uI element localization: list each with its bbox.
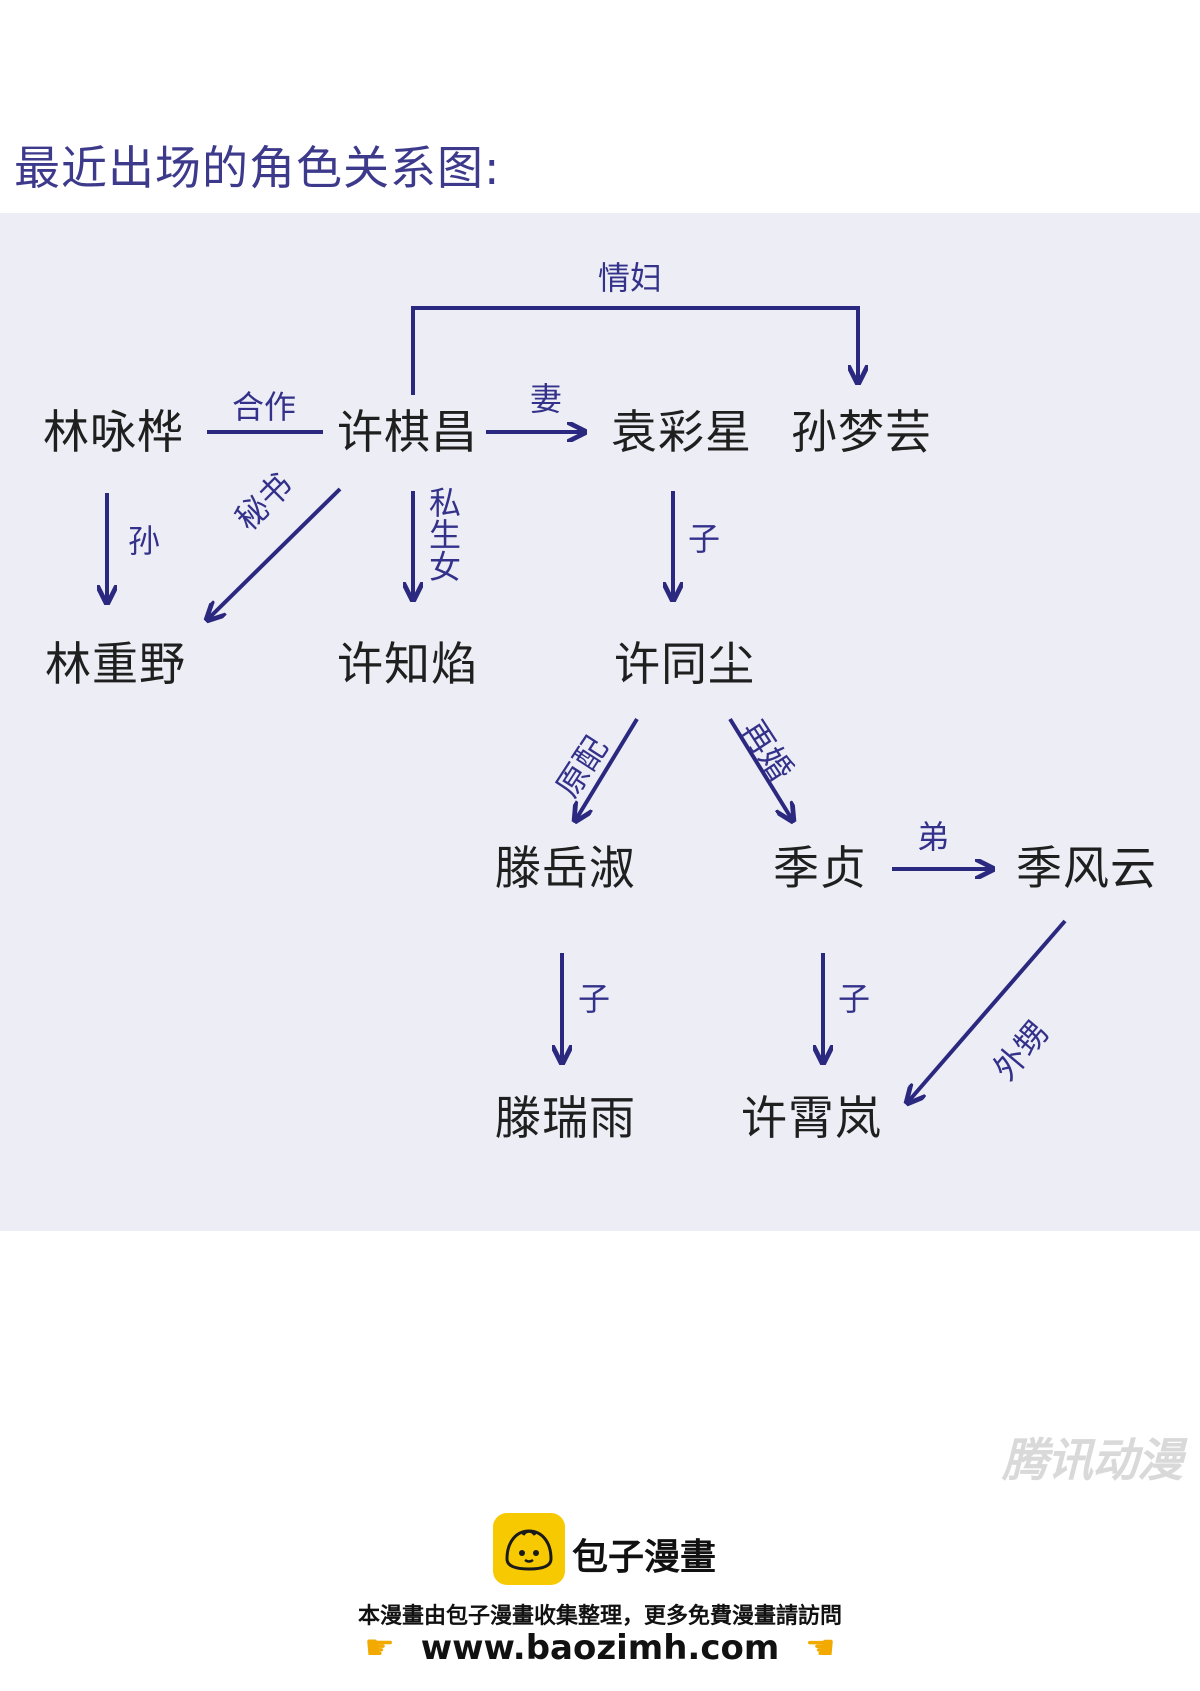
edge-mistress (411, 306, 858, 395)
pointing-hand-icon: ☚ (805, 1628, 836, 1668)
edge-secretary (207, 487, 342, 620)
node-xu-tongchen: 许同尘 (614, 637, 755, 691)
node-ji-fengyun: 季风云 (1016, 841, 1157, 895)
relationship-diagram: 林咏桦 许棋昌 袁彩星 孙梦芸 林重野 许知焰 许同尘 滕岳淑 季贞 季风云 滕… (0, 213, 1200, 1231)
label-son-2: 子 (578, 980, 611, 1018)
footer-note: 本漫畫由包子漫畫收集整理，更多免費漫畫請訪問 (357, 1604, 842, 1629)
label-son-1: 子 (688, 520, 721, 558)
page-title: 最近出场的角色关系图: (14, 141, 501, 195)
node-teng-yueshu: 滕岳淑 (495, 841, 636, 895)
diagram-edges (0, 306, 1067, 1231)
watermark: 腾讯动漫 (1002, 1433, 1183, 1487)
node-yuan-caixing: 袁彩星 (611, 405, 752, 459)
label-cooperation: 合作 (232, 388, 297, 426)
node-ji-zhen: 季贞 (773, 841, 867, 895)
edge-first-wife (575, 717, 639, 821)
label-illegitimate-daughter: 私生女 (428, 484, 461, 586)
node-xu-zhiyan: 许知焰 (337, 637, 478, 691)
node-lin-yonghua: 林咏桦 (43, 405, 184, 459)
footer-url-link[interactable]: www.baozimh.com (420, 1628, 780, 1668)
node-xu-xiaolan: 许霄岚 (741, 1091, 882, 1145)
bun-face-icon (493, 1513, 565, 1585)
node-sun-mengyun: 孙梦芸 (791, 405, 932, 459)
label-son-3: 子 (838, 980, 871, 1018)
footer-brand: 包子漫畫 (572, 1537, 717, 1578)
label-younger-brother: 弟 (917, 818, 950, 856)
label-wife: 妻 (530, 380, 563, 418)
node-xu-qichang: 许棋昌 (337, 405, 478, 459)
edge-maternal-nephew (907, 919, 1067, 1103)
edge-remarried (728, 717, 793, 821)
node-teng-ruiyu: 滕瑞雨 (495, 1091, 636, 1145)
label-grandson: 孙 (128, 522, 161, 560)
footer-url-row: ☛ www.baozimh.com ☚ (0, 1628, 1200, 1668)
node-lin-chongye: 林重野 (45, 637, 186, 691)
pointing-hand-icon: ☛ (364, 1628, 395, 1668)
label-mistress: 情妇 (598, 259, 663, 297)
